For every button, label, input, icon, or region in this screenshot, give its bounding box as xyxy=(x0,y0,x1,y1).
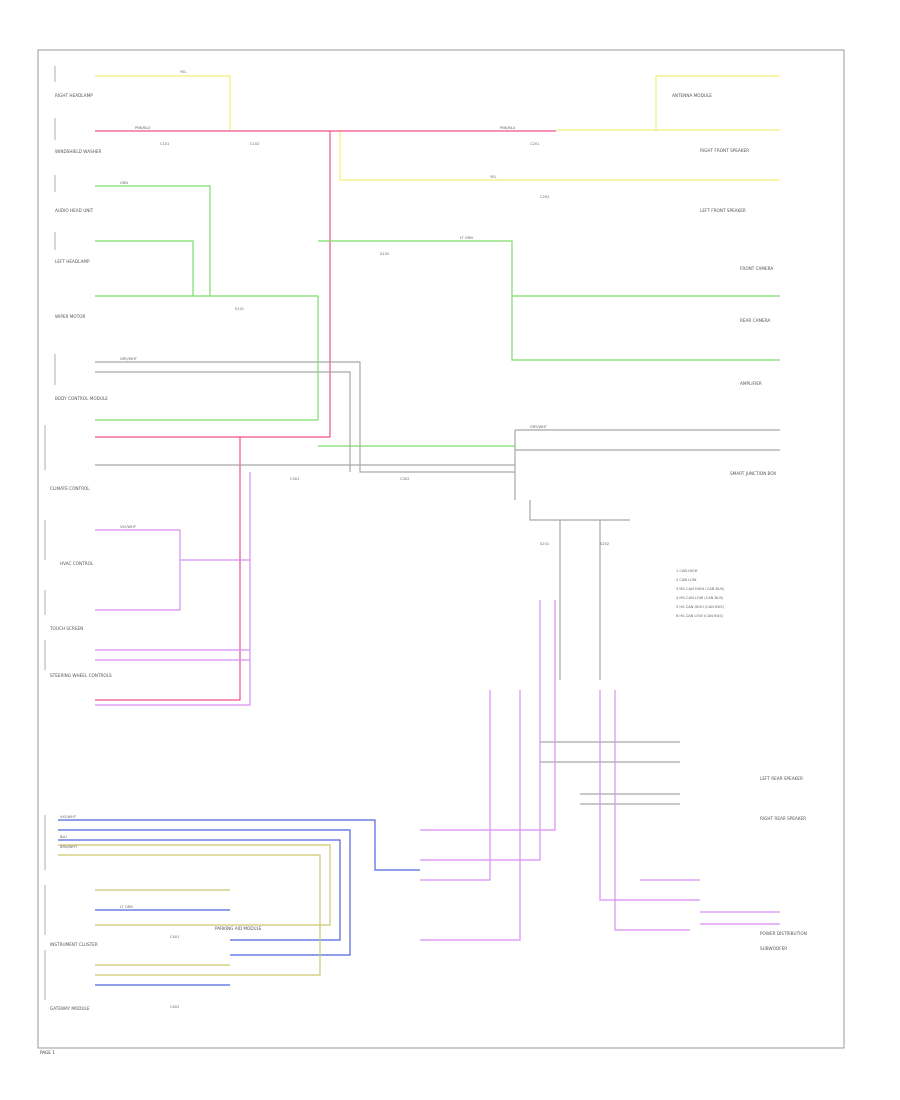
label-power-distribution: POWER DISTRIBUTION xyxy=(760,931,807,936)
note-line: 4 MS-CAN LOW (CAN BUS) xyxy=(676,596,724,600)
page-number: PAGE 1 xyxy=(40,1050,55,1055)
wire-label: YEL xyxy=(490,175,496,179)
label-windshield-washer: WINDSHIELD WASHER xyxy=(55,149,102,154)
note-line: 5 HS-CAN HIGH (CAN BUS) xyxy=(676,605,724,609)
label-rear-camera: REAR CAMERA xyxy=(740,318,770,323)
note-line: 3 MS-CAN HIGH (CAN BUS) xyxy=(676,587,725,591)
wire-blue-lower xyxy=(58,819,420,986)
note-line: 1 CAN HIGH xyxy=(676,569,698,573)
label-climate-control: CLIMATE CONTROL xyxy=(50,486,90,491)
label-parking-aid-module: PARKING AID MODULE xyxy=(215,926,262,931)
label-antenna-module: ANTENNA MODULE xyxy=(672,93,712,98)
label-left-rear-speaker: LEFT REAR SPEAKER xyxy=(760,776,803,781)
label-right-rear-speaker: RIGHT REAR SPEAKER xyxy=(760,816,806,821)
connector-labels: C101 C102 C201 C202 S101 S102 C301 C302 … xyxy=(160,142,609,1009)
wire-label: YEL xyxy=(180,70,186,74)
label-front-camera: FRONT CAMERA xyxy=(740,266,773,271)
connector-id: S101 xyxy=(235,307,244,311)
wire-grey-network xyxy=(95,361,780,805)
connector-id: S102 xyxy=(380,252,389,256)
wire-label: PNK/BLU xyxy=(500,126,516,130)
wire-yellow-top xyxy=(95,75,780,181)
wire-layer xyxy=(58,75,780,986)
connector-id: C402 xyxy=(170,1005,179,1009)
label-gateway-module: GATEWAY MODULE xyxy=(50,1006,90,1011)
label-left-headlamp: LEFT HEADLAMP xyxy=(55,259,90,264)
notes-legend: 1 CAN HIGH 2 CAN LOW 3 MS-CAN HIGH (CAN … xyxy=(676,569,725,618)
wire-label: LT GRN xyxy=(460,236,473,240)
connector-id: C101 xyxy=(160,142,169,146)
wire-color-labels: YEL PNK/BLU PNK/BLU GRN YEL LT GRN GRY/W… xyxy=(60,70,548,909)
wire-olive-teal xyxy=(58,844,331,976)
label-hvac-control: HVAC CONTROL xyxy=(60,561,94,566)
wire-label: VIO/WHT xyxy=(120,525,137,529)
label-wiper-motor: WIPER MOTOR xyxy=(55,314,86,319)
wire-pink-main xyxy=(95,130,556,701)
connector-id: C302 xyxy=(400,477,409,481)
note-line: 2 CAN LOW xyxy=(676,578,697,582)
label-right-front-speaker: RIGHT FRONT SPEAKER xyxy=(700,148,749,153)
wire-label: PNK/BLU xyxy=(135,126,151,130)
component-labels: RIGHT HEADLAMP WINDSHIELD WASHER AUDIO H… xyxy=(49,93,807,1011)
diagram-frame xyxy=(37,49,845,1049)
note-line: 6 HS-CAN LOW (CAN BUS) xyxy=(676,614,723,618)
label-body-control-module: BODY CONTROL MODULE xyxy=(55,396,108,401)
connector-id: C202 xyxy=(540,195,549,199)
connector-id: C102 xyxy=(250,142,259,146)
connector-id: S202 xyxy=(600,542,609,546)
wire-label: GRY/WHT xyxy=(120,357,138,361)
label-audio-head-unit: AUDIO HEAD UNIT xyxy=(55,208,94,213)
wire-label: GRY/WHT xyxy=(530,425,548,429)
label-steering-control: STEERING WHEEL CONTROLS xyxy=(50,673,112,678)
label-smart-junction: SMART JUNCTION BOX xyxy=(730,471,776,476)
wire-green-left xyxy=(95,185,780,447)
label-instrument-cluster: INSTRUMENT CLUSTER xyxy=(50,942,98,947)
wire-label: VIO/WHT xyxy=(60,815,77,819)
wire-label: BLU xyxy=(60,835,67,839)
wire-label: GRN xyxy=(120,181,128,185)
connector-id: C401 xyxy=(170,935,179,939)
label-left-front-speaker: LEFT FRONT SPEAKER xyxy=(700,208,746,213)
label-touch-screen: TOUCH SCREEN xyxy=(49,626,83,631)
connector-id: C301 xyxy=(290,477,299,481)
label-right-headlamp: RIGHT HEADLAMP xyxy=(55,93,93,98)
connector-stub xyxy=(44,66,56,1000)
label-amplifier: AMPLIFIER xyxy=(740,381,762,386)
connector-id: C201 xyxy=(530,142,539,146)
label-subwoofer: SUBWOOFER xyxy=(760,946,787,951)
wire-label: BRN/WHT xyxy=(60,845,78,849)
wire-label: LT GRN xyxy=(120,905,133,909)
connector-id: S201 xyxy=(540,542,549,546)
wire-violet-hvac xyxy=(95,472,780,941)
left-connectors xyxy=(44,66,56,1000)
